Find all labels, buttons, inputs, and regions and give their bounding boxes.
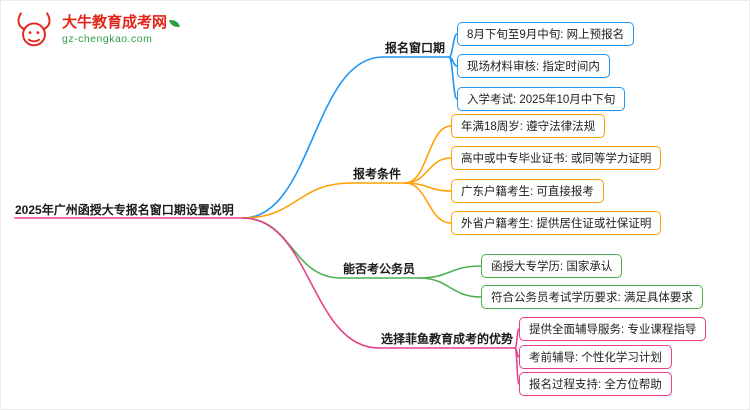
- branch-node-3: 选择菲鱼教育成考的优势: [381, 332, 514, 346]
- leaf-node: 符合公务员考试学历要求: 满足具体要求: [481, 285, 703, 309]
- logo-url: gz-chengkao.com: [62, 32, 153, 45]
- link-branch-0-leaf-2: [448, 56, 458, 100]
- branch-node-1: 报考条件: [353, 167, 402, 181]
- leaf-node: 报名过程支持: 全方位帮助: [519, 372, 672, 396]
- site-logo: 大牛教育成考网 gz-chengkao.com: [13, 9, 181, 51]
- logo-title: 大牛教育成考网: [62, 14, 181, 33]
- leaf-node: 提供全面辅导服务: 专业课程指导: [519, 317, 707, 341]
- leaf-node: 现场材料审核: 指定时间内: [457, 54, 610, 78]
- leaf-node: 函授大专学历: 国家承认: [481, 254, 623, 278]
- link-branch-1-leaf-3: [404, 182, 452, 224]
- leaf-node: 广东户籍考生: 可直接报考: [451, 179, 604, 203]
- link-root-branch-2: [242, 217, 342, 279]
- branch-node-2: 能否考公务员: [343, 262, 416, 276]
- bull-icon: [17, 12, 51, 47]
- link-branch-2-leaf-0: [418, 265, 482, 279]
- link-branch-3-leaf-2: [514, 347, 520, 385]
- link-root-branch-1: [242, 182, 352, 219]
- leaf-node: 入学考试: 2025年10月中下旬: [457, 87, 626, 111]
- leaf-node: 8月下旬至9月中旬: 网上预报名: [457, 22, 635, 46]
- link-branch-2-leaf-1: [418, 277, 482, 298]
- logo-title-text: 大牛教育成考网: [62, 14, 168, 32]
- link-root-branch-0: [242, 56, 384, 219]
- link-root-branch-3: [242, 217, 380, 349]
- leaf-node: 高中或中专毕业证书: 或同等学力证明: [451, 146, 662, 170]
- link-branch-1-leaf-0: [404, 125, 452, 184]
- leaf-node: 外省户籍考生: 提供居住证或社保证明: [451, 211, 662, 235]
- branch-node-0: 报名窗口期: [385, 41, 446, 55]
- leaf-node: 考前辅导: 个性化学习计划: [519, 345, 672, 369]
- leaf-node: 年满18周岁: 遵守法律法规: [451, 114, 606, 138]
- leaf-icon: [169, 17, 181, 29]
- link-branch-1-leaf-1: [404, 157, 452, 184]
- link-branch-0-leaf-0: [448, 33, 458, 58]
- root-node: 2025年广州函授大专报名窗口期设置说明: [15, 203, 234, 217]
